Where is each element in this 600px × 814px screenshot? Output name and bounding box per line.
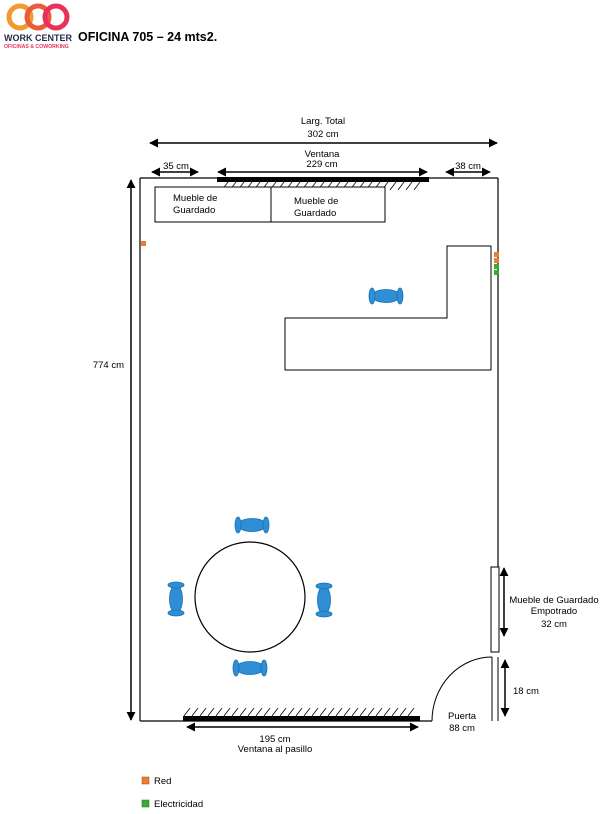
outlets-right-wall — [494, 252, 499, 275]
chair — [167, 581, 185, 617]
hatch-mark — [327, 707, 335, 717]
hatch-mark — [319, 707, 327, 717]
door-side-value: 18 cm — [513, 686, 539, 697]
hatch-mark — [295, 707, 303, 717]
svg-text:Guardado: Guardado — [173, 205, 215, 216]
hatch-mark — [375, 707, 383, 717]
door-value: 88 cm — [449, 723, 475, 734]
dimension-right-gap: 38 cm — [445, 161, 491, 177]
storage-unit-1: Mueble de Guardado — [154, 186, 272, 223]
logo-ring-2 — [24, 3, 52, 31]
hatch-mark — [271, 707, 279, 717]
built-in-storage: Mueble de Guardado Empotrado 32 cm — [490, 566, 599, 653]
network-outlet-left — [141, 241, 146, 246]
logo-ring-1 — [6, 3, 34, 31]
svg-text:32 cm: 32 cm — [541, 619, 567, 630]
hatch-mark — [247, 707, 255, 717]
door: Puerta 88 cm 18 cm — [431, 656, 539, 734]
hatch-mark — [239, 707, 247, 717]
svg-text:Mueble de: Mueble de — [294, 196, 338, 207]
network-outlet — [494, 252, 499, 257]
svg-text:Guardado: Guardado — [294, 208, 336, 219]
hatch-mark — [255, 707, 263, 717]
power-outlet — [494, 264, 499, 269]
chair — [315, 582, 333, 618]
svg-text:Mueble de: Mueble de — [173, 193, 217, 204]
hall-window — [183, 707, 420, 721]
hatch-mark — [383, 707, 391, 717]
hatch-mark — [231, 707, 239, 717]
hatch-mark — [405, 181, 413, 191]
dimension-hall-window: 195 cm Ventana al pasillo — [186, 722, 419, 755]
hatch-mark — [207, 707, 215, 717]
window-label: Ventana — [305, 149, 341, 160]
hatch-mark — [303, 707, 311, 717]
svg-text:Empotrado: Empotrado — [531, 606, 577, 617]
total-width-value: 302 cm — [307, 129, 338, 140]
hatch-mark — [287, 707, 295, 717]
hatch-mark — [359, 707, 367, 717]
hatch-mark — [389, 181, 397, 191]
hatch-mark — [279, 707, 287, 717]
dimension-total-width: Larg. Total 302 cm — [149, 116, 498, 148]
legend-swatch-network — [141, 776, 150, 785]
hatch-mark — [351, 707, 359, 717]
company-logo: WORK CENTER OFICINAS & COWORKING — [4, 3, 72, 50]
dimension-left-gap: 35 cm — [151, 161, 199, 177]
round-table — [194, 541, 306, 653]
hall-window-label: Ventana al pasillo — [238, 744, 312, 755]
hatch-mark — [397, 181, 405, 191]
hatch-mark — [183, 707, 191, 717]
legend-label-network: Red — [154, 776, 171, 787]
height-value: 774 cm — [93, 360, 124, 371]
logo-ring-3 — [42, 3, 70, 31]
l-shaped-desk — [284, 245, 492, 371]
hatch-mark — [199, 707, 207, 717]
power-outlet — [494, 270, 499, 275]
hall-window-value: 195 cm — [259, 734, 290, 745]
hatch-mark — [413, 181, 421, 191]
right-gap-value: 38 cm — [455, 161, 481, 172]
door-swing-arc — [431, 656, 493, 722]
hatch-mark — [399, 707, 407, 717]
legend: Red Electricidad — [141, 776, 203, 810]
dimension-window: Ventana 229 cm — [217, 149, 428, 177]
network-outlet — [494, 258, 499, 263]
hatch-mark — [391, 707, 399, 717]
hatch-mark — [367, 707, 375, 717]
dimension-height: 774 cm — [93, 179, 136, 721]
chair — [368, 287, 404, 305]
hatch-mark — [311, 707, 319, 717]
hatch-mark — [191, 707, 199, 717]
hatch-mark — [335, 707, 343, 717]
logo-subtext: OFICINAS & COWORKING — [4, 44, 69, 50]
hatch-mark — [215, 707, 223, 717]
hatch-mark — [407, 707, 415, 717]
legend-swatch-power — [141, 799, 150, 808]
logo-text: WORK CENTER — [4, 33, 72, 43]
window-value: 229 cm — [306, 159, 337, 170]
hatch-mark — [223, 707, 231, 717]
left-gap-value: 35 cm — [163, 161, 189, 172]
svg-text:Mueble de Guardado: Mueble de Guardado — [509, 595, 598, 606]
page-title: OFICINA 705 – 24 mts2. — [78, 30, 217, 44]
chair — [232, 659, 268, 677]
chairs — [167, 287, 404, 677]
door-label: Puerta — [448, 711, 477, 722]
hatch-mark — [343, 707, 351, 717]
total-width-label: Larg. Total — [301, 116, 345, 127]
storage-unit-2: Mueble de Guardado — [270, 186, 386, 223]
room-walls — [139, 177, 499, 722]
hatch-mark — [263, 707, 271, 717]
legend-label-power: Electricidad — [154, 799, 203, 810]
chair — [234, 516, 270, 534]
